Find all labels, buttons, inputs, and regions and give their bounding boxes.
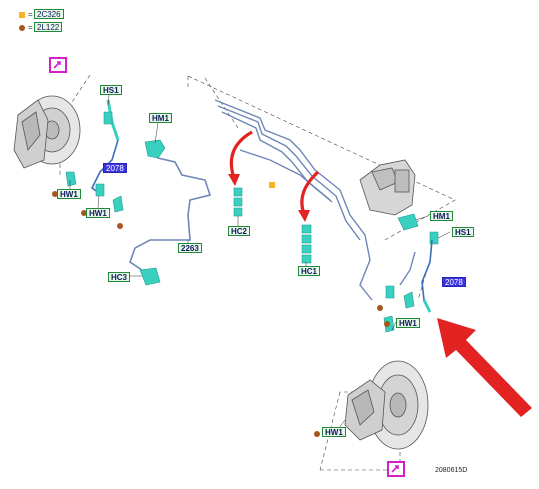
red-curved-arrows xyxy=(229,130,320,215)
legend-dot-swatch xyxy=(19,25,25,31)
part-label-hc1[interactable]: HC1 xyxy=(298,266,321,276)
part-label-hs1-right[interactable]: HS1 xyxy=(452,227,474,237)
legend-dot-eq: = xyxy=(28,23,33,32)
diagram-reference-number: 2080615D xyxy=(435,467,468,474)
part-label-hs1[interactable]: HS1 xyxy=(100,85,122,95)
legend-square-marker xyxy=(269,182,275,188)
part-label-hc3[interactable]: HC3 xyxy=(108,272,131,282)
magnifier-icon[interactable] xyxy=(49,57,67,73)
right-cyan-parts xyxy=(383,213,439,333)
magnifier-icon[interactable] xyxy=(387,461,405,477)
central-brake-line-bundle xyxy=(214,99,373,301)
central-clips xyxy=(233,187,312,264)
left-cyan-parts xyxy=(65,111,166,286)
right-brake-disc-assembly xyxy=(344,360,429,450)
part-label-hm1-right[interactable]: HM1 xyxy=(430,211,453,221)
red-arrow-heads xyxy=(228,174,310,222)
part-label-2263[interactable]: 2263 xyxy=(178,243,202,253)
brown-dot-markers xyxy=(52,191,390,437)
part-label-2078-right[interactable]: 2078 xyxy=(442,277,466,287)
part-label-hw1-right[interactable]: HW1 xyxy=(396,318,420,328)
left-brake-disc-assembly xyxy=(13,95,81,169)
abs-unit xyxy=(359,159,416,216)
legend-dot-code: 2L122 xyxy=(34,22,63,32)
legend-square-code: 2C326 xyxy=(34,9,64,19)
legend-square-eq: = xyxy=(28,10,33,19)
part-label-hw1[interactable]: HW1 xyxy=(86,208,110,218)
left-brake-hose xyxy=(129,149,212,273)
part-label-hw1-bottom[interactable]: HW1 xyxy=(322,427,346,437)
part-label-hm1[interactable]: HM1 xyxy=(149,113,172,123)
part-label-hc2[interactable]: HC2 xyxy=(228,226,251,236)
legend-square-swatch xyxy=(19,12,25,18)
right-sensor-harness xyxy=(399,239,433,313)
part-label-2078[interactable]: 2078 xyxy=(103,163,127,173)
large-red-arrow xyxy=(437,318,532,417)
part-label-hw1[interactable]: HW1 xyxy=(57,189,81,199)
